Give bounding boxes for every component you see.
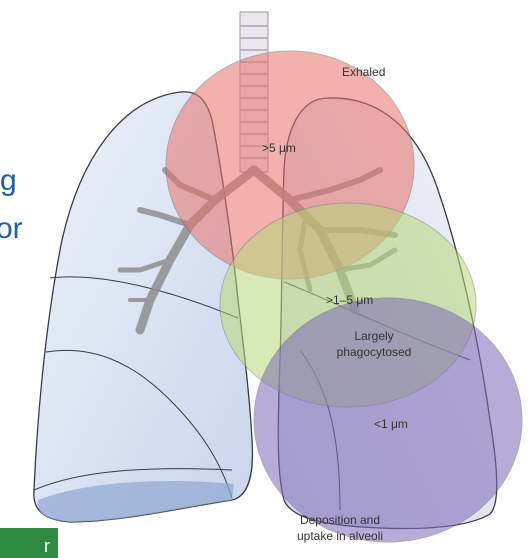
label-uptake: uptake in alveoli <box>297 529 383 543</box>
cut-text-g: g <box>0 164 17 197</box>
label-largely: Largely <box>354 329 393 343</box>
label-range: >1–5 μm <box>326 293 373 307</box>
label-gt5um: >5 μm <box>262 141 296 155</box>
label-exhaled: Exhaled <box>342 65 385 79</box>
label-lt1um: <1 μm <box>374 417 408 431</box>
green-box-text: r <box>44 536 50 556</box>
label-deposition: Deposition and <box>300 513 380 527</box>
cut-text-or: or <box>0 212 23 245</box>
label-phagocytosed: phagocytosed <box>337 345 412 359</box>
